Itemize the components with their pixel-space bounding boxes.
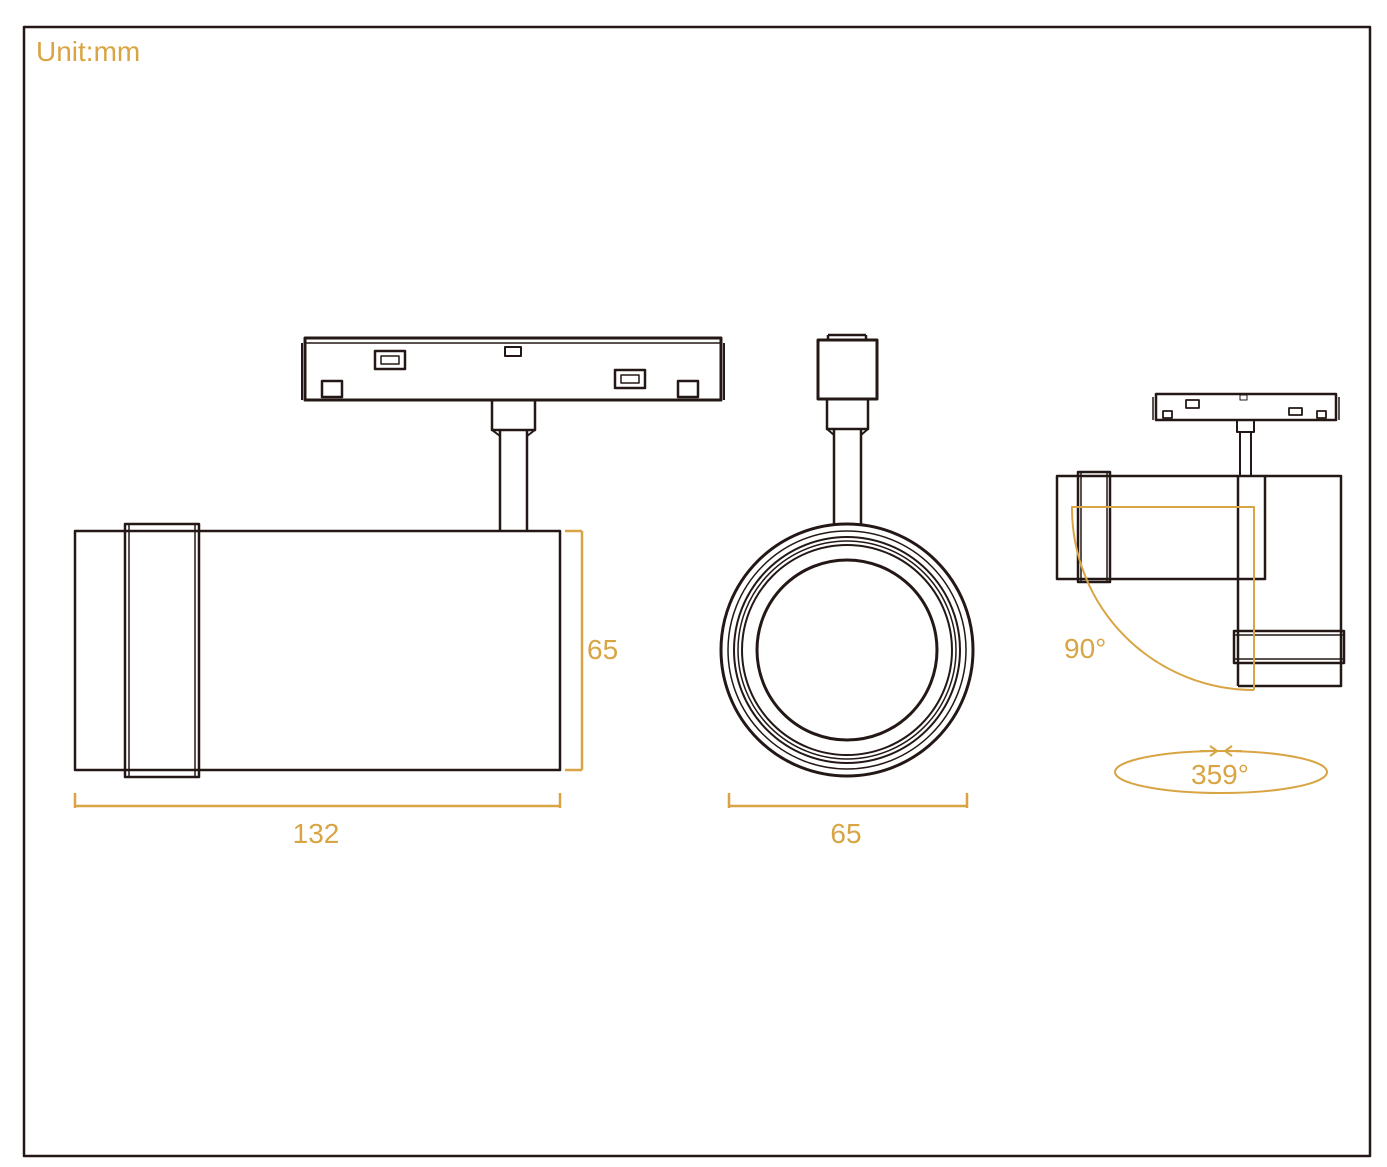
- side-view: 65 132: [73, 336, 725, 849]
- side-track-adapter: [301, 336, 725, 402]
- adjust-lamp-horizontal: [1055, 470, 1267, 584]
- drawing-frame: [22, 25, 1372, 1158]
- rotation-indicator: [1114, 745, 1328, 794]
- unit-label: Unit:mm: [36, 36, 140, 67]
- adjust-track-adapter: [1152, 392, 1340, 422]
- side-height-dimension: [565, 529, 584, 772]
- front-lamp-face: [719, 522, 975, 778]
- adjust-lamp-vertical: [1232, 474, 1346, 688]
- adjust-view: 90° 359°: [1055, 392, 1346, 794]
- rotation-angle-label: 359°: [1191, 759, 1249, 790]
- front-track-adapter: [816, 333, 879, 401]
- side-length-dimension: [73, 793, 562, 808]
- tilt-arc-indicator: [1071, 506, 1255, 691]
- front-view: 65: [719, 333, 975, 849]
- adjust-stem: [1236, 419, 1255, 475]
- tilt-angle-label: 90°: [1064, 633, 1106, 664]
- front-diameter-label: 65: [830, 818, 861, 849]
- front-diameter-dimension: [727, 793, 969, 808]
- side-height-label: 65: [587, 634, 618, 665]
- side-length-label: 132: [293, 818, 340, 849]
- front-stem: [825, 397, 870, 524]
- side-stem: [490, 398, 537, 530]
- side-lamp-body: [73, 522, 562, 779]
